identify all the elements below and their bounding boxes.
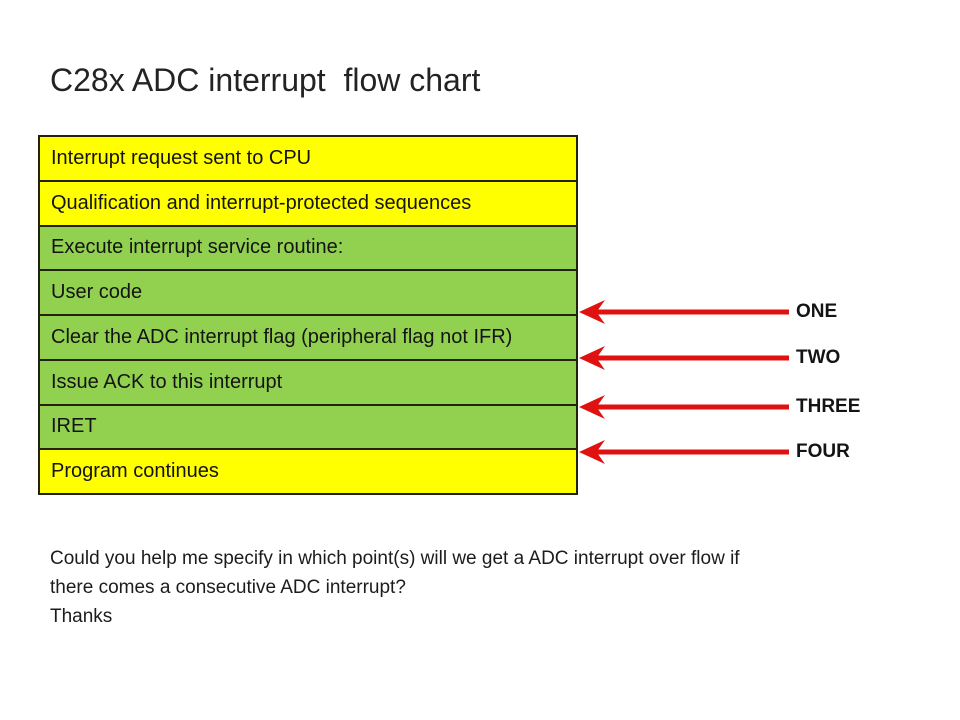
arrow-label: THREE [796, 396, 861, 417]
arrow-label: FOUR [796, 441, 850, 462]
annotation-four: FOUR [578, 438, 878, 466]
table-row: Program continues [40, 448, 576, 493]
red-arrow-icon [579, 346, 789, 370]
table-row: Clear the ADC interrupt flag (peripheral… [40, 314, 576, 359]
annotation-two: TWO [578, 344, 878, 372]
question-line: Thanks [50, 606, 113, 627]
table-row: User code [40, 269, 576, 314]
red-arrow-icon [579, 300, 789, 324]
annotation-three: THREE [578, 393, 878, 421]
table-row: IRET [40, 403, 576, 449]
table-row: Qualification and interrupt-protected se… [40, 179, 576, 225]
question-text: Could you help me specify in which point… [50, 544, 740, 631]
flow-chart-table: Interrupt request sent to CPU Qualificat… [38, 135, 578, 495]
arrow-label: ONE [796, 301, 838, 322]
page-title: C28x ADC interrupt flow chart [50, 62, 481, 98]
table-row: Interrupt request sent to CPU [40, 137, 576, 180]
annotation-one: ONE [578, 298, 878, 326]
question-line: Could you help me specify in which point… [50, 548, 740, 569]
question-line: there comes a consecutive ADC interrupt? [50, 577, 406, 598]
table-row: Issue ACK to this interrupt [40, 358, 576, 404]
table-row: Execute interrupt service routine: [40, 224, 576, 270]
red-arrow-icon [579, 440, 789, 464]
red-arrow-icon [579, 395, 789, 419]
arrow-label: TWO [796, 347, 841, 368]
